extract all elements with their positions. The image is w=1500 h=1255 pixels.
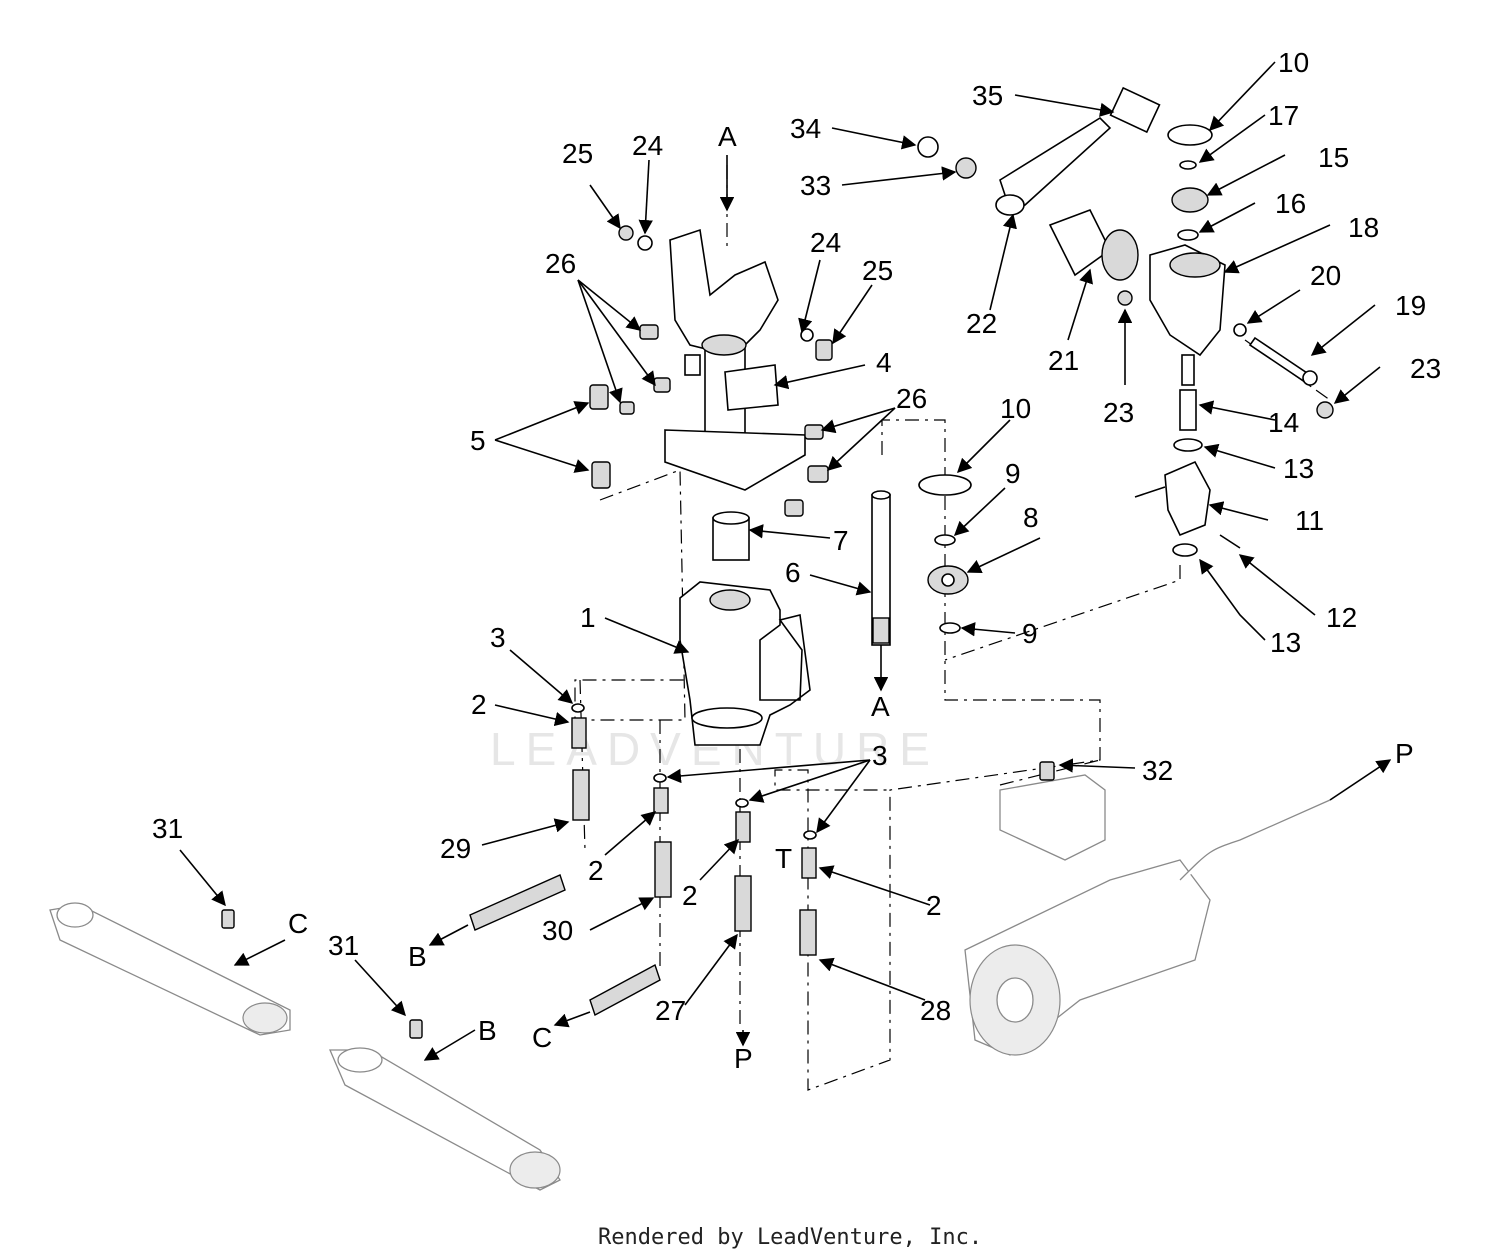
callout-25-right: 25 <box>862 255 893 286</box>
callout-26-right: 26 <box>896 383 927 414</box>
callout-19: 19 <box>1395 290 1426 321</box>
callout-11: 11 <box>1295 505 1324 536</box>
callout-P-bottom: P <box>734 1043 753 1074</box>
callout-1: 1 <box>580 602 596 633</box>
callout-18: 18 <box>1348 212 1379 243</box>
callout-2-center: 2 <box>682 880 698 911</box>
callout-16: 16 <box>1275 188 1306 219</box>
callout-10-center: 10 <box>1000 393 1031 424</box>
bolt-5 <box>589 384 611 489</box>
pin-19-20-23 <box>1233 323 1334 419</box>
bushing-21 <box>1048 208 1139 306</box>
callout-3-left: 3 <box>490 622 506 653</box>
callout-24-left: 24 <box>632 130 663 161</box>
callout-12: 12 <box>1326 602 1357 633</box>
callout-15: 15 <box>1318 142 1349 173</box>
washer-nut-24-25 <box>618 225 833 361</box>
cylinder-left <box>49 902 291 1036</box>
callout-C-right: C <box>288 908 308 939</box>
callout-14: 14 <box>1268 407 1299 438</box>
callout-3-center: 3 <box>872 740 888 771</box>
lever-assembly-22-35 <box>917 86 1161 216</box>
callout-29: 29 <box>440 833 471 864</box>
callout-2-upper: 2 <box>471 689 487 720</box>
callout-32: 32 <box>1142 755 1173 786</box>
callout-26-left: 26 <box>545 248 576 279</box>
callout-labels: 10 35 34 33 17 15 16 18 20 19 23 23 22 2… <box>152 47 1441 1074</box>
callout-22: 22 <box>966 308 997 339</box>
spacer-7 <box>712 511 750 561</box>
callout-C-left: C <box>532 1022 552 1053</box>
callout-23-right: 23 <box>1410 353 1441 384</box>
callout-20: 20 <box>1310 260 1341 291</box>
steering-column-bracket <box>664 228 806 491</box>
callout-25-left: 25 <box>562 138 593 169</box>
callout-13-upper: 13 <box>1283 453 1314 484</box>
callout-9-upper: 9 <box>1005 458 1021 489</box>
callout-B-right: B <box>478 1015 497 1046</box>
cylinder-right <box>329 1019 561 1191</box>
leader-lines <box>179 61 1392 1061</box>
callout-31-left: 31 <box>152 813 183 844</box>
callout-33: 33 <box>800 170 831 201</box>
callout-13-lower: 13 <box>1270 627 1301 658</box>
callout-4: 4 <box>876 347 892 378</box>
steering-unit-1 <box>679 581 811 746</box>
callout-10-top: 10 <box>1278 47 1309 78</box>
callout-A-top: A <box>718 121 737 152</box>
callout-5: 5 <box>470 425 486 456</box>
shaft-6 <box>871 490 891 646</box>
callout-31-right: 31 <box>328 930 359 961</box>
callout-17: 17 <box>1268 100 1299 131</box>
callout-A-bottom: A <box>871 691 890 722</box>
callout-27: 27 <box>655 995 686 1026</box>
hoses-27-28-29-30 <box>469 769 817 1017</box>
callout-34: 34 <box>790 113 821 144</box>
bolt-26 <box>619 324 829 517</box>
rings-10-15-16-17 <box>1167 124 1213 241</box>
callout-35: 35 <box>972 80 1003 111</box>
callout-2-left: 2 <box>588 855 604 886</box>
callout-24-right: 24 <box>810 227 841 258</box>
bearing-stack-8-9-10 <box>918 474 972 634</box>
callout-P-right: P <box>1395 738 1414 769</box>
joint-11-14 <box>1134 354 1241 557</box>
callout-7: 7 <box>833 525 849 556</box>
callout-21: 21 <box>1048 345 1079 376</box>
housing-18 <box>1149 244 1226 357</box>
callout-2-right: 2 <box>926 890 942 921</box>
callout-23-center: 23 <box>1103 397 1134 428</box>
callout-B-left: B <box>408 941 427 972</box>
callout-T: T <box>775 843 792 874</box>
callout-8: 8 <box>1023 502 1039 533</box>
callout-30: 30 <box>542 915 573 946</box>
callout-9-lower: 9 <box>1022 618 1038 649</box>
hydraulic-pump-motor <box>964 761 1331 1056</box>
callout-28: 28 <box>920 995 951 1026</box>
callout-6: 6 <box>785 557 801 588</box>
fittings-2-3 <box>571 703 817 879</box>
footer-credit: Rendered by LeadVenture, Inc. <box>598 1225 982 1250</box>
